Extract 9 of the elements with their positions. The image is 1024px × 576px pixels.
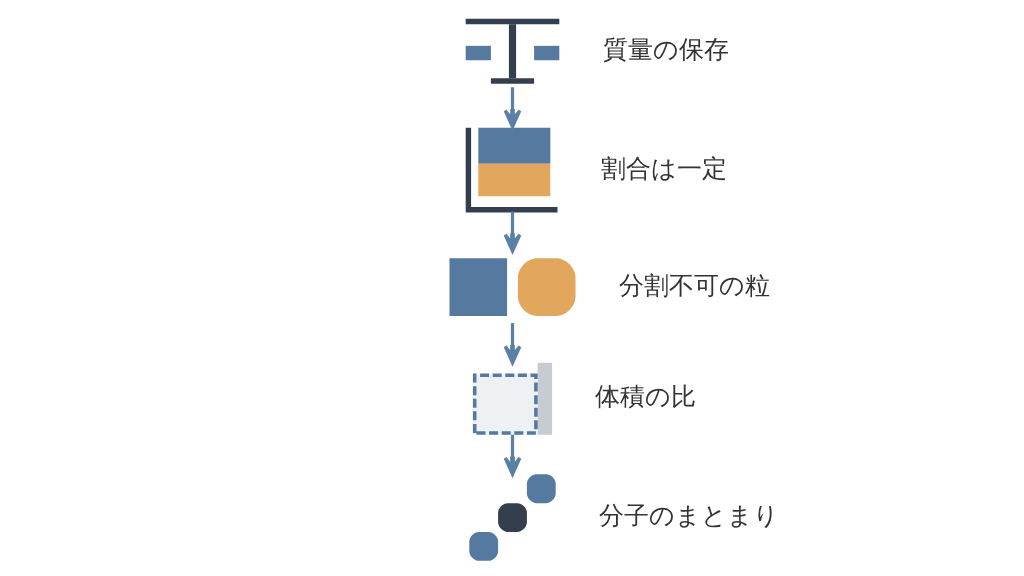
arrow [503, 87, 521, 129]
node-label: 割合は一定 [600, 153, 727, 183]
node-label: 分割不可の粒 [618, 270, 770, 300]
arrow [503, 211, 521, 253]
node-label: 分子のまとまり [598, 501, 779, 531]
arrow [503, 323, 521, 365]
arrow [503, 434, 521, 476]
node-label: 質量の保存 [602, 34, 729, 64]
node-label: 体積の比 [594, 382, 696, 412]
